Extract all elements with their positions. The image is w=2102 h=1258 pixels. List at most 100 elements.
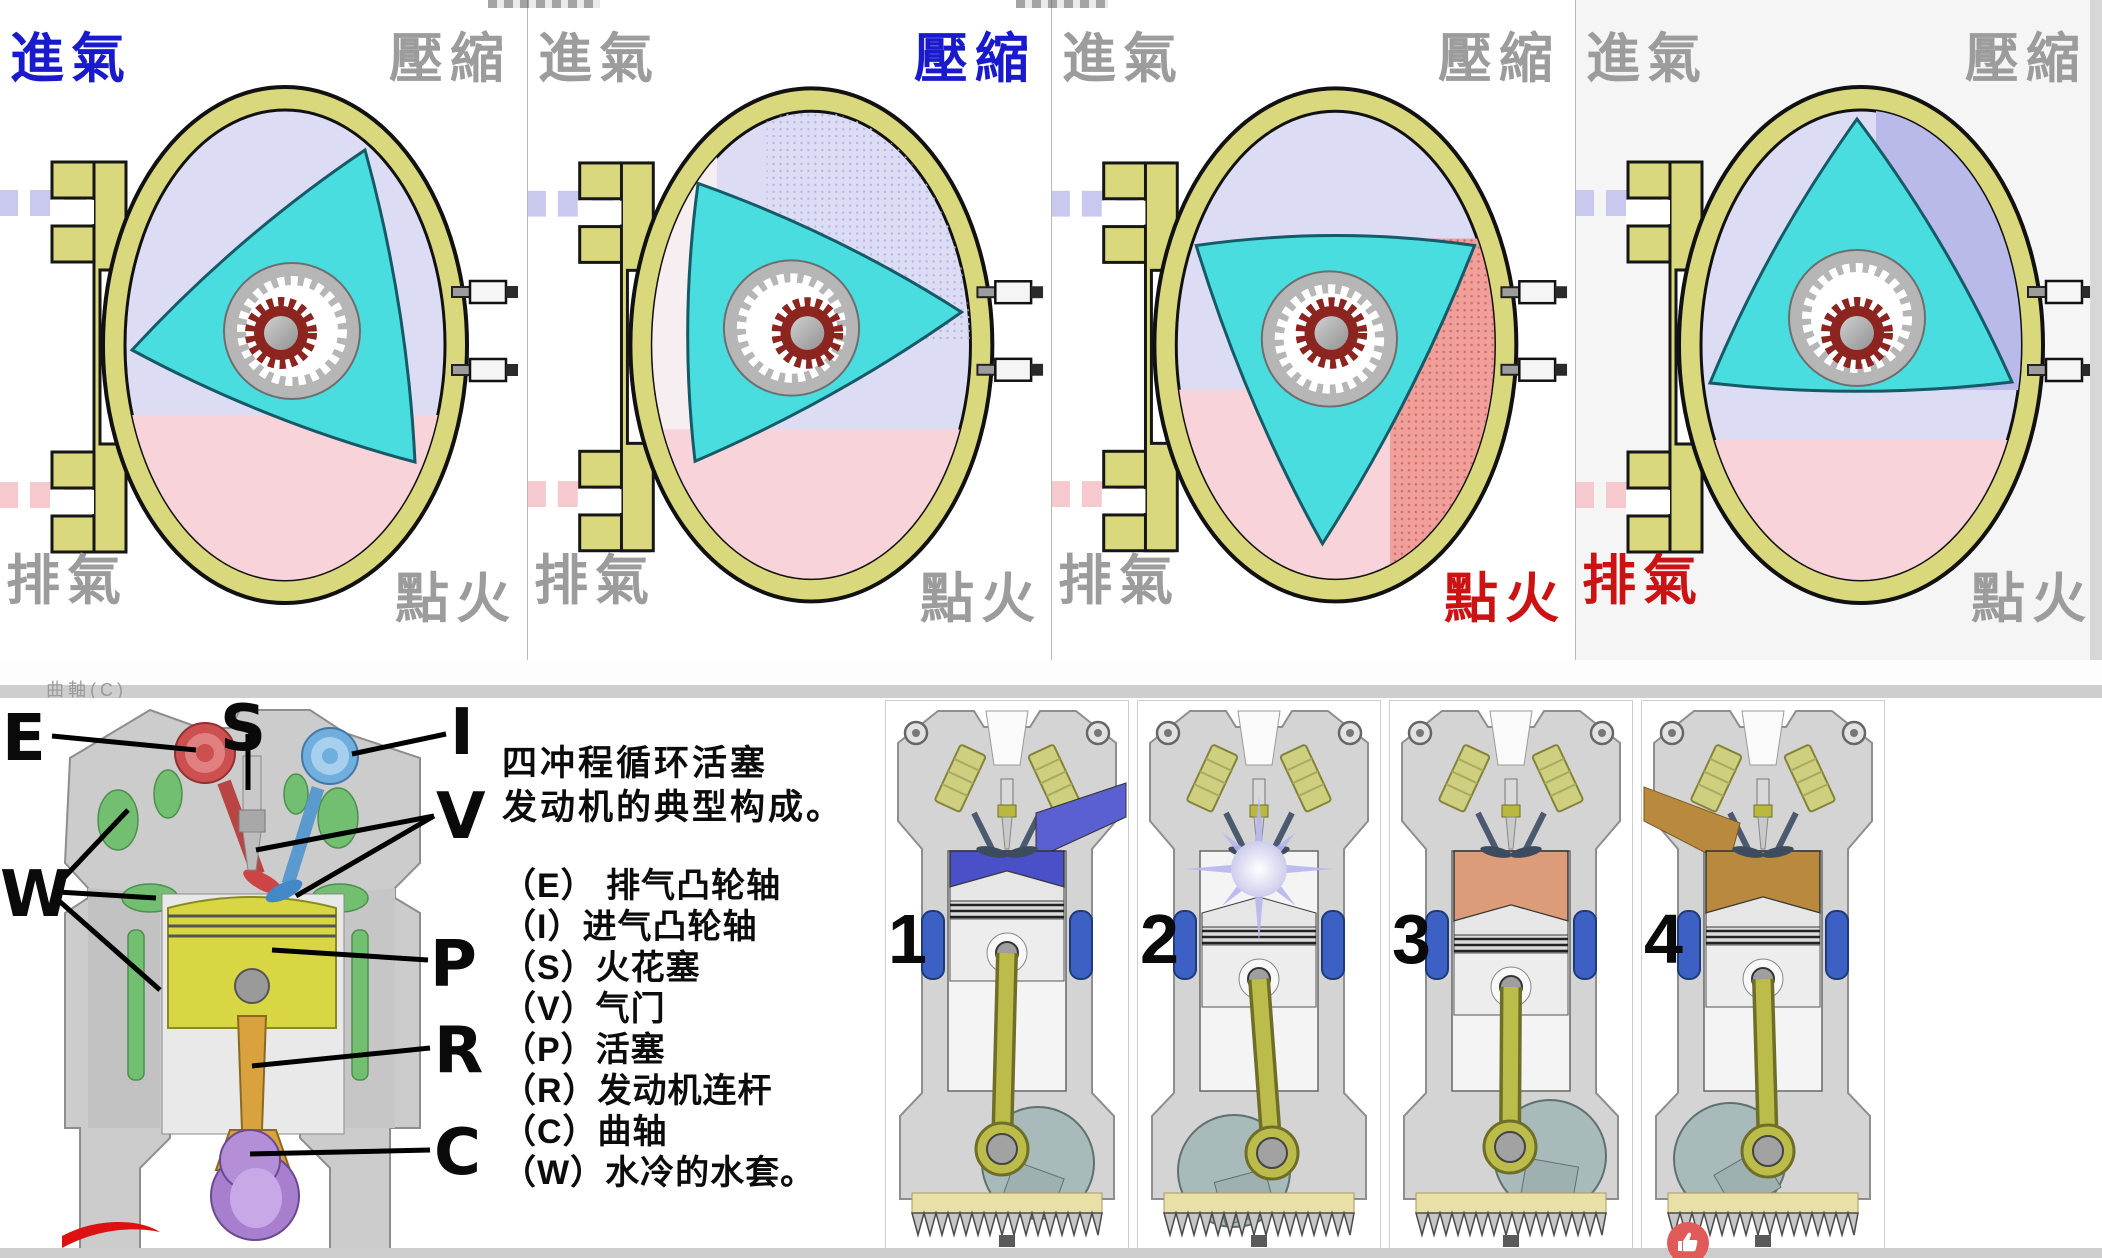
part-letter-W: W — [0, 858, 71, 932]
clipped-text-smudge — [1016, 0, 1108, 8]
coolant-pocket — [1677, 910, 1701, 980]
piston — [1453, 904, 1569, 1016]
legend-item: （E） 排气凸轮轴 — [502, 867, 782, 905]
spark-plug-icon — [976, 280, 1044, 305]
stroke-label-top_right: 壓縮 — [389, 29, 511, 89]
valve-spring — [1279, 744, 1332, 813]
legend-item: （I）进气凸轮轴 — [502, 908, 758, 946]
spark-plug-icon — [451, 357, 518, 383]
piston-engine-render — [1149, 710, 1369, 1247]
piston — [167, 896, 337, 1029]
rotary-panel-compression: 進氣壓縮排氣點火 — [527, 0, 1052, 660]
logo-swoosh — [62, 1221, 160, 1248]
stroke-number: 3 — [1392, 900, 1431, 978]
stroke-label-top_left: 進氣 — [1586, 29, 1708, 89]
legend-item: （V）气门 — [502, 990, 666, 1028]
spark-plug-icon — [1500, 357, 1568, 382]
stroke-label-top_right: 壓縮 — [1438, 29, 1560, 89]
valve-spring — [1186, 744, 1239, 813]
legend-item: （C）曲轴 — [502, 1113, 668, 1151]
spark-plug-icon — [451, 279, 518, 305]
valve-spring — [1438, 744, 1491, 813]
stroke-label-bottom_left: 排氣 — [534, 551, 656, 611]
rotary-cycle-row: 進氣壓縮排氣點火進氣壓縮排氣點火進氣壓縮排氣點火進氣壓縮排氣點火 — [0, 0, 2102, 660]
oil-pan — [911, 1192, 1103, 1214]
rotary-engine-diagram — [528, 86, 1044, 604]
stroke-label-bottom_right: 點火 — [1971, 569, 2093, 629]
rotary-panel-intake: 進氣 壓縮排氣 點火 — [0, 0, 527, 660]
piston-panel-power: 3 — [1389, 700, 1633, 1250]
stroke-label-bottom_left: 排氣 — [1058, 551, 1180, 611]
crankshaft — [210, 1129, 300, 1241]
spark-plug-icon — [1500, 280, 1568, 305]
sump-fins — [911, 1210, 1103, 1238]
part-letter-V: V — [436, 780, 486, 854]
rotary-engine-diagram — [0, 85, 518, 605]
coolant-pocket — [921, 910, 945, 980]
sump-fins — [1163, 1210, 1355, 1238]
rotary-panel-exhaust: 進氣 壓縮排氣 點火 — [1575, 0, 2102, 660]
stroke-number: 2 — [1140, 900, 1179, 978]
legend-item-list: （E） 排气凸轮轴（I）进气凸轮轴（S）火花塞（V）气门（P）活塞（R）发动机连… — [502, 866, 932, 1194]
spark-plug-icon — [2027, 357, 2094, 383]
rotary-engine-diagram — [1052, 86, 1568, 604]
intake-exhaust-ports — [50, 160, 128, 554]
legend-item: （S）火花塞 — [502, 949, 701, 987]
legend-title-line2: 发动机的典型构成。 — [502, 788, 845, 827]
legend-title-line1: 四冲程循环活塞 — [502, 744, 769, 783]
valve-spring — [934, 744, 987, 813]
legend-text-block: 四冲程循环活塞 发动机的典型构成。 （E） 排气凸轮轴（I）进气凸轮轴（S）火花… — [502, 742, 932, 1194]
rotor-gear-assembly — [722, 259, 861, 397]
stroke-label-top_right: 壓縮 — [1965, 29, 2087, 89]
clipped-text-fragment: 曲軸(C) — [46, 680, 127, 698]
rotary-panel-ignition: 進氣 壓縮排氣 點火 — [1051, 0, 1576, 660]
stroke-label-top_right: 壓縮 — [914, 29, 1036, 89]
legend-item: （W）水冷的水套。 — [502, 1154, 816, 1192]
oil-pan — [1163, 1192, 1355, 1214]
valve-spring — [1783, 744, 1836, 813]
coolant-pocket — [1173, 910, 1197, 980]
leader-lines — [51, 731, 447, 1157]
piston-panel-intake: 1 — [885, 700, 1129, 1250]
part-letter-I: I — [450, 698, 474, 770]
rotor-gear-assembly — [223, 262, 361, 400]
rotor-gear-assembly — [1260, 270, 1399, 408]
piston-engine-render — [897, 710, 1127, 1247]
thumbs-up-badge[interactable] — [1667, 1222, 1709, 1258]
coolant-pocket — [1573, 910, 1597, 980]
stroke-label-bottom_left: 排氣 — [1582, 551, 1704, 611]
piston-panel-ignition: 2 — [1137, 700, 1381, 1250]
divider-strip: 曲軸(C) — [0, 660, 2102, 698]
edge-strip — [2090, 0, 2102, 660]
piston-engine-render — [1401, 710, 1621, 1247]
part-letter-E: E — [2, 702, 46, 776]
stroke-label-top_left: 進氣 — [10, 29, 132, 89]
coolant-pocket — [1825, 910, 1849, 980]
legend-item: （R）发动机连杆 — [502, 1072, 773, 1110]
rotor-gear-assembly — [1788, 249, 1926, 387]
thumbs-up-icon — [1667, 1222, 1709, 1258]
legend-item: （P）活塞 — [502, 1031, 666, 1069]
stroke-label-bottom_right: 點火 — [1444, 569, 1566, 629]
stroke-label-bottom_left: 排氣 — [6, 551, 128, 611]
sump-fins — [1415, 1210, 1607, 1238]
bottom-gray-strip — [0, 1248, 2102, 1258]
clipped-text-smudge — [488, 0, 600, 8]
rotary-engine-diagram — [1576, 85, 2094, 605]
coolant-pocket — [1321, 910, 1345, 980]
valve-spring — [1690, 744, 1743, 813]
intake-cam-valve — [265, 727, 359, 903]
ignition-spark — [1185, 795, 1333, 943]
valve-spring — [1531, 744, 1584, 813]
sump-fins — [1667, 1210, 1859, 1238]
part-letter-S: S — [220, 698, 266, 766]
stroke-label-top_left: 進氣 — [1062, 29, 1184, 89]
stroke-label-bottom_right: 點火 — [395, 569, 517, 629]
piston-engine-render — [1643, 710, 1873, 1247]
stroke-label-top_left: 進氣 — [538, 29, 660, 89]
